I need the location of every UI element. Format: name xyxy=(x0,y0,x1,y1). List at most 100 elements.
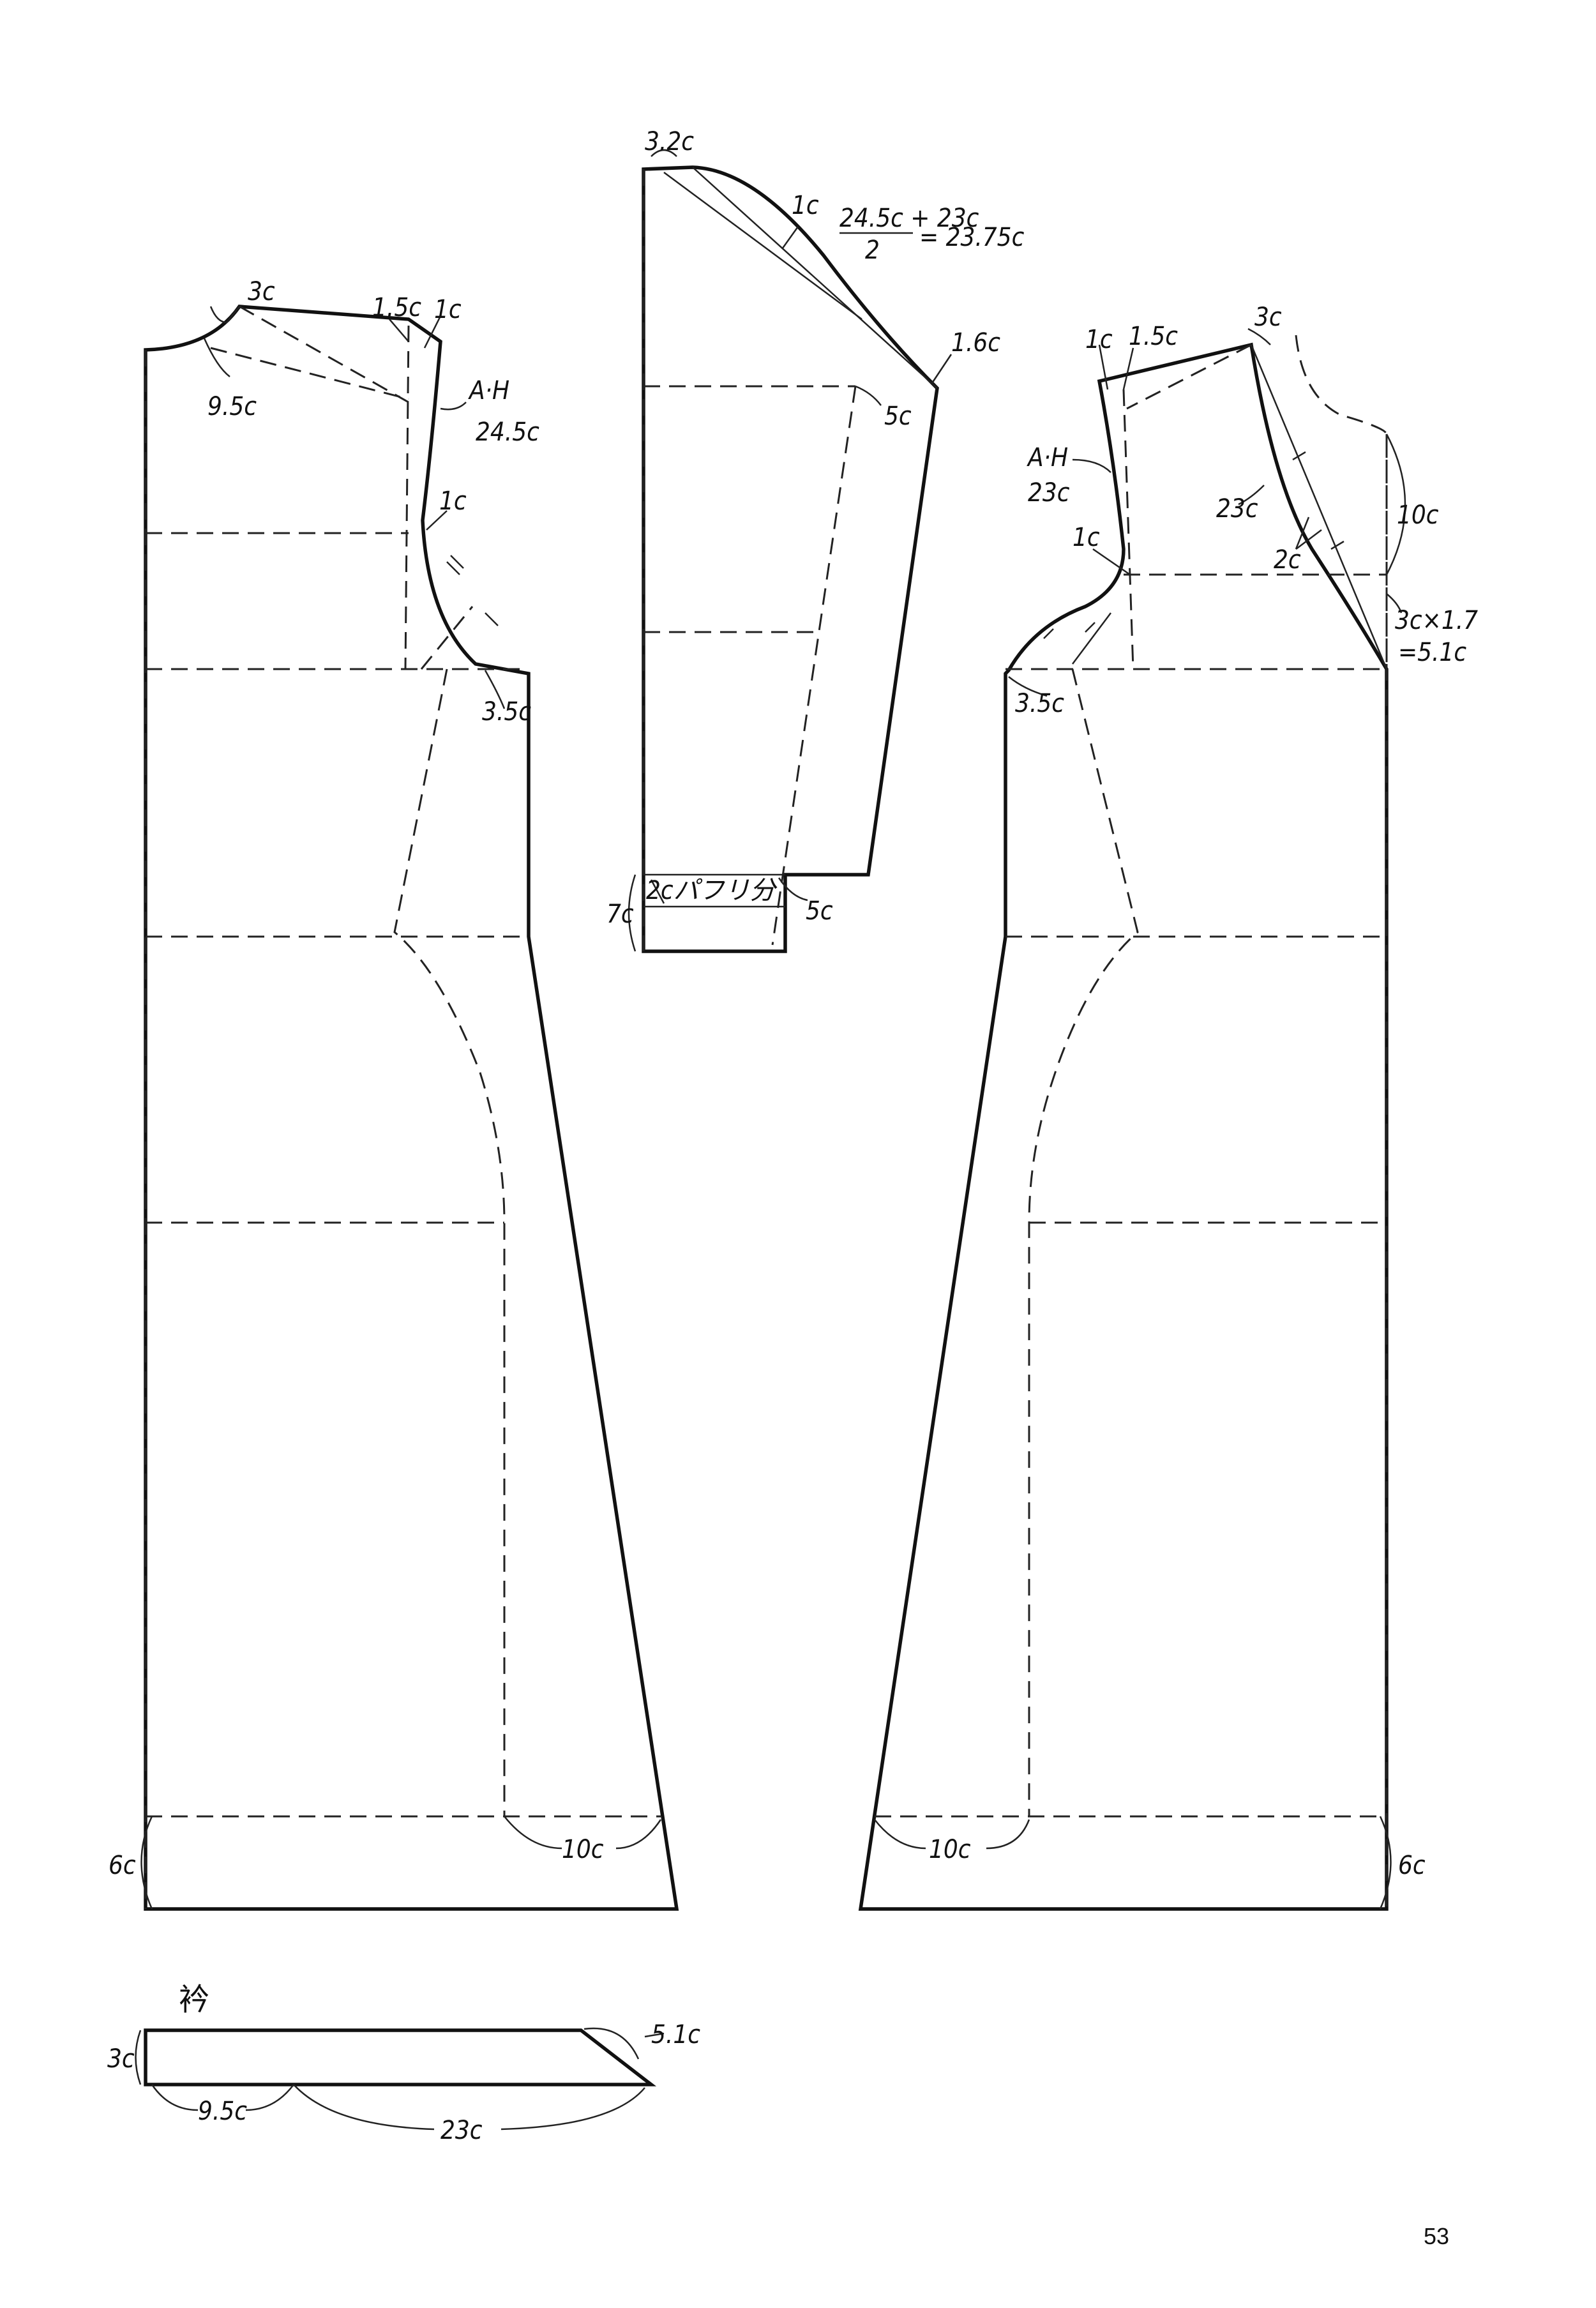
front-neck-offset-leader xyxy=(1295,517,1310,550)
back-armhole-diagonal xyxy=(420,606,474,670)
back-neck-width-leader xyxy=(226,306,240,323)
sleeve-cap-curve-label: 1c xyxy=(792,191,819,220)
back-shoulder-ext-leader xyxy=(423,315,442,349)
back-hem-depth-arc xyxy=(140,1816,153,1910)
collar-point-label: 5.1c xyxy=(651,2020,700,2049)
back-shoulder-raise-label: 1.5c xyxy=(372,293,421,322)
back-shoulder-raise-leader xyxy=(389,319,409,342)
front-neck-width-label: 3c xyxy=(1254,303,1282,332)
sleeve-under-offset-label: 5c xyxy=(884,402,912,431)
front-multiply-leader xyxy=(1386,593,1403,614)
back-armhole-leader xyxy=(440,402,467,411)
front-neck-offset-leader-2 xyxy=(1295,529,1322,550)
front-hem-depth-arc xyxy=(1379,1816,1392,1910)
back-bodice-outline xyxy=(144,305,679,1911)
sleeve-piece xyxy=(628,149,952,953)
sleeve-cuff-offset-arc xyxy=(778,877,808,901)
front-armhole-diagonal xyxy=(1072,612,1111,665)
front-hem-depth-label: 6c xyxy=(1398,1851,1426,1880)
front-armhole-value: 23c xyxy=(1028,478,1070,508)
sleeve-cuff-height-label: 7c xyxy=(606,900,634,929)
back-hem-flare-arc-left xyxy=(504,1816,562,1850)
collar-height-arc xyxy=(135,2030,142,2085)
front-armhole-leader xyxy=(1072,458,1111,473)
front-shoulder-ext-label: 1c xyxy=(1085,325,1113,354)
front-notch-3 xyxy=(1043,628,1054,639)
front-armhole-label: A·H xyxy=(1027,443,1068,472)
collar-back-arc-right xyxy=(245,2084,294,2111)
collar-front-arc-right xyxy=(501,2087,645,2131)
front-neck-depth-label: 10c xyxy=(1397,501,1439,530)
front-neck-guide xyxy=(1295,335,1388,669)
sleeve-cap-diagonal xyxy=(692,167,938,389)
sleeve-cap-curve-leader xyxy=(781,226,799,250)
back-bodice-piece xyxy=(140,305,679,1911)
back-yoke-guide xyxy=(210,347,409,400)
collar-height-label: 3c xyxy=(107,2044,135,2074)
sleeve-cuff-height-arc xyxy=(628,874,636,952)
back-neck-curve-arc xyxy=(203,338,230,377)
back-armhole-depth-label: 1c xyxy=(439,486,467,516)
sleeve-cap-height-arc xyxy=(651,149,677,157)
back-armhole-value: 24.5c xyxy=(476,418,539,447)
back-hem-flare-arc-right xyxy=(615,1819,662,1850)
front-hem-flare-arc-left xyxy=(874,1819,926,1850)
back-armhole-depth-leader xyxy=(426,510,448,531)
back-princess-seam xyxy=(393,668,506,1816)
front-hem-flare-label: 10c xyxy=(929,1835,971,1864)
sleeve-formula-denominator: 2 xyxy=(865,236,880,265)
back-side-drop-leader xyxy=(484,670,506,709)
sleeve-cap-point-leader xyxy=(931,354,952,384)
back-notch-1 xyxy=(446,561,460,575)
back-notch-2 xyxy=(450,555,464,569)
front-side-drop-leader xyxy=(1008,676,1048,697)
collar-front-arc-left xyxy=(293,2084,435,2131)
front-neck-depth-arc xyxy=(1385,434,1406,575)
back-shoulder-guide xyxy=(239,305,409,404)
sleeve-cap-diagonal-2 xyxy=(663,171,862,321)
front-notch-1 xyxy=(1292,451,1306,461)
front-princess-seam xyxy=(1028,668,1139,1816)
back-neck-curve-label: 9.5c xyxy=(207,392,257,421)
sleeve-under-offset-arc xyxy=(855,385,882,406)
back-hem-depth-label: 6c xyxy=(109,1851,136,1880)
sleeve-cuff-slash xyxy=(650,879,665,904)
front-multiply-result: =5.1c xyxy=(1398,638,1466,667)
front-notch-4 xyxy=(1085,622,1095,633)
front-bodice-piece xyxy=(858,328,1406,1911)
front-armhole-vertical xyxy=(1122,389,1134,670)
back-hem-flare-label: 10c xyxy=(562,1835,604,1864)
front-shoulder-ext-leader xyxy=(1098,344,1109,390)
front-notch-2 xyxy=(1330,540,1344,550)
back-shoulder-ext-label: 1c xyxy=(434,295,462,324)
back-neck-width-arc xyxy=(209,306,227,324)
sleeve-formula-result: = 23.75c xyxy=(919,223,1025,252)
back-neck-width-label: 3c xyxy=(248,277,275,306)
sleeve-formula-numerator: 24.5c + 23c xyxy=(839,204,979,233)
front-armhole-depth-leader xyxy=(1092,548,1131,576)
sleeve-cap-height-label: 3.2c xyxy=(645,127,694,156)
sleeve-outline xyxy=(642,165,939,953)
front-bodice-outline xyxy=(858,342,1389,1911)
front-shoulder-guide xyxy=(1126,343,1252,410)
front-neck-curve-leader xyxy=(1238,485,1265,506)
collar-front-length-label: 23c xyxy=(440,2116,483,2145)
front-armhole-depth-label: 1c xyxy=(1073,523,1100,552)
sleeve-cuff-offset-label: 5c xyxy=(806,896,833,926)
sleeve-puff-label: 2cパフリ分 xyxy=(646,876,778,905)
collar-back-length-label: 9.5c xyxy=(198,2097,247,2126)
front-neck-diagonal xyxy=(1250,344,1388,670)
front-neck-offset-label: 2c xyxy=(1274,545,1301,575)
sleeve-cap-point-label: 1.6c xyxy=(951,328,1000,358)
front-hem-flare-arc-right xyxy=(986,1819,1030,1850)
page-number: 53 xyxy=(1424,2223,1449,2249)
collar-point-leader xyxy=(644,2032,665,2038)
front-neck-width-arc xyxy=(1247,328,1271,345)
collar-title: 衿 xyxy=(179,1982,209,2018)
back-armhole-label: A·H xyxy=(468,376,509,405)
front-shoulder-raise-leader xyxy=(1122,347,1134,390)
collar-back-arc-left xyxy=(151,2084,199,2111)
collar-point-arc xyxy=(583,2027,640,2060)
